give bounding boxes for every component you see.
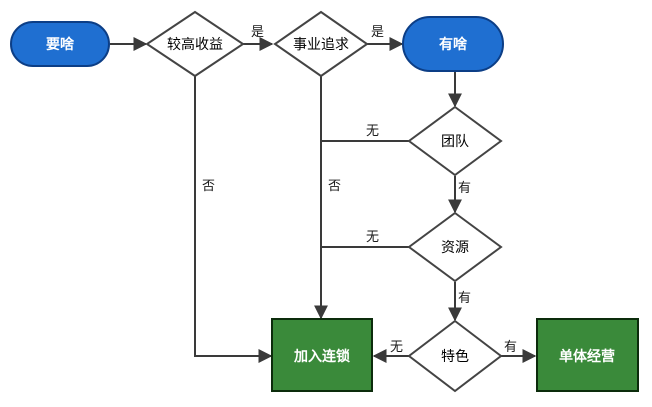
node-resource: 资源 (407, 211, 503, 283)
svg-text:较高收益: 较高收益 (167, 36, 223, 53)
label-career-no: 否 (328, 179, 341, 194)
svg-text:团队: 团队 (441, 134, 469, 150)
node-franchise: 加入连锁 (271, 318, 373, 392)
node-high-income: 较高收益 (145, 10, 245, 78)
label-team-none: 无 (366, 124, 379, 139)
svg-text:要啥: 要啥 (46, 36, 75, 53)
label-career-yes: 是 (371, 25, 384, 40)
svg-text:特色: 特色 (441, 348, 469, 365)
svg-text:资源: 资源 (441, 240, 469, 256)
label-resource-none: 无 (366, 230, 379, 245)
svg-text:有啥: 有啥 (439, 36, 468, 53)
node-solo: 单体经营 (536, 318, 639, 392)
node-feature: 特色 (407, 319, 503, 393)
edge-high-to-franchise (194, 76, 273, 363)
svg-text:加入连锁: 加入连锁 (293, 348, 350, 365)
label-feature-have: 有 (504, 340, 517, 355)
label-high-no: 否 (202, 179, 215, 194)
node-team: 团队 (407, 105, 503, 177)
label-resource-have: 有 (458, 291, 471, 306)
node-have: 有啥 (402, 16, 504, 72)
label-feature-none: 无 (390, 340, 403, 355)
svg-text:事业追求: 事业追求 (293, 37, 349, 53)
node-want: 要啥 (10, 21, 110, 67)
label-high-yes: 是 (251, 25, 264, 40)
node-career: 事业追求 (273, 10, 369, 78)
label-team-have: 有 (458, 181, 471, 196)
svg-text:单体经营: 单体经营 (559, 348, 615, 365)
